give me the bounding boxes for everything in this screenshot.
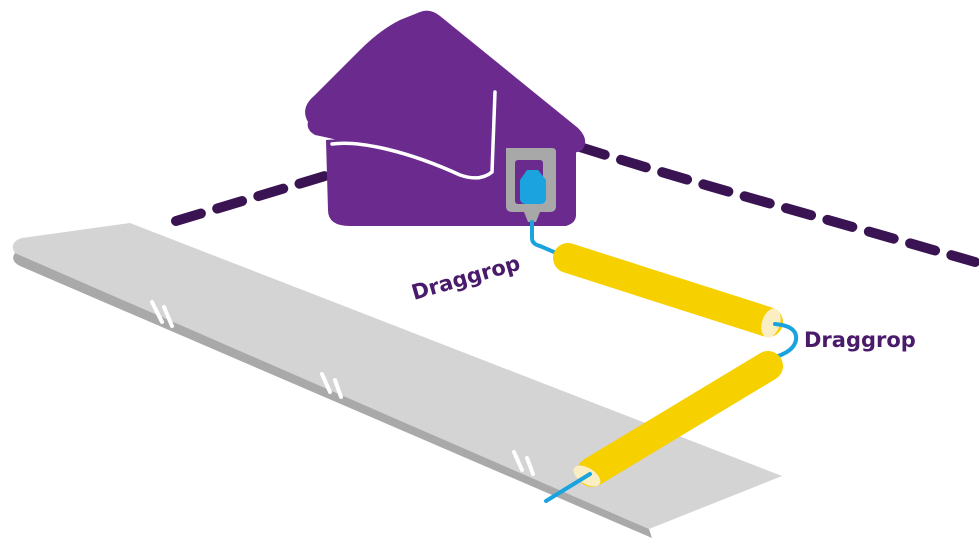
roof-edge-highlight (330, 90, 497, 180)
house-roof (305, 10, 586, 183)
fiber-connector-plug (520, 170, 546, 204)
curb-joints (150, 300, 535, 476)
conduit-upper (553, 243, 783, 338)
property-boundary-left (171, 171, 330, 226)
road-top-surface (12, 223, 783, 529)
property-boundary-right (575, 142, 979, 267)
fiber-cable-house (530, 220, 570, 260)
road (12, 223, 783, 538)
label-drop-cable-house: Draggrop (409, 251, 523, 305)
fiber-cable-street (544, 472, 592, 503)
label-drop-cable-road: Draggrop (804, 328, 916, 352)
conduit-upper-end (761, 308, 781, 338)
fiber-cable-bend (770, 322, 799, 360)
fiber-connection-box (506, 148, 556, 222)
